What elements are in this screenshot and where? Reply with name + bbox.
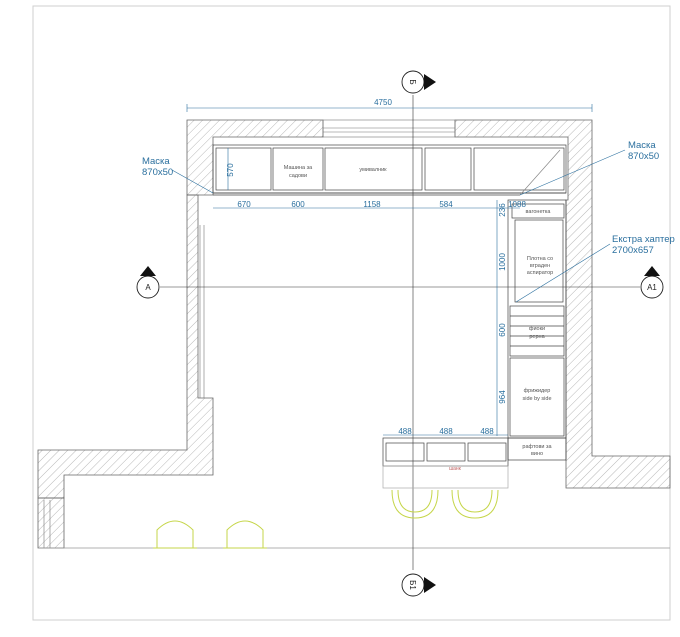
fridge-line2: side by side: [522, 396, 551, 402]
axis-marker-left: A: [136, 266, 160, 299]
island-dim-3: 488: [480, 427, 494, 436]
island-dim-1: 488: [398, 427, 412, 436]
axis-label-right: A1: [647, 283, 657, 292]
wine-line1: рафтови за: [522, 444, 552, 450]
top-dim-5: 1088: [508, 200, 526, 209]
mask-left-line1: Маска: [142, 156, 170, 167]
chairs: [153, 489, 499, 549]
right-dim-1: 1000: [498, 253, 507, 271]
left-window: [43, 225, 205, 548]
mask-right-line2: 870x50: [628, 151, 659, 162]
hood-line2: 2700x657: [612, 245, 654, 256]
axis-lines: [160, 95, 640, 570]
oven-line3: аспиратор: [527, 270, 553, 276]
axis-label-top: Б: [408, 79, 417, 84]
cabinet-small-label: вагонетка: [526, 209, 552, 215]
axis-marker-right: A1: [640, 266, 664, 299]
right-cabinet-run: [507, 199, 567, 461]
wine-line2: вино: [531, 451, 543, 457]
sink-label: умивалник: [359, 167, 387, 173]
overall-dimension-text: 4750: [374, 98, 392, 107]
bar-label: шанк: [449, 466, 462, 472]
depth-dim: 570: [226, 163, 235, 177]
axis-label-left: A: [145, 283, 151, 292]
dishwasher-line1: Машина за: [284, 165, 313, 171]
walls: [37, 119, 671, 549]
top-dim-4: 584: [439, 200, 453, 209]
oven-line2: вграден: [530, 263, 550, 269]
axis-label-bottom: Б1: [408, 580, 417, 590]
dimension-lines: [186, 104, 593, 436]
drawers-line2: рерна: [529, 334, 545, 340]
mask-left-line2: 870x50: [142, 167, 173, 178]
top-dim-3: 1158: [363, 200, 381, 209]
right-dim-3: 964: [498, 390, 507, 404]
axis-marker-bottom: Б1: [401, 573, 436, 597]
top-window: [322, 119, 456, 138]
island-bar: [382, 437, 509, 489]
island-dim-2: 488: [439, 427, 453, 436]
oven-line1: Плотна со: [527, 256, 553, 262]
top-dim-2: 600: [291, 200, 305, 209]
right-top-dim: 236: [498, 203, 507, 217]
drawing-frame: [32, 5, 671, 621]
dishwasher-line2: садови: [289, 173, 307, 179]
top-cabinet-run: [212, 144, 567, 196]
axis-marker-top: Б: [401, 70, 436, 94]
right-dim-2: 600: [498, 323, 507, 337]
top-dim-1: 670: [237, 200, 251, 209]
mask-right-line1: Маска: [628, 140, 656, 151]
fridge-line1: фрижидер: [524, 388, 551, 394]
drawers-line1: фиоки: [529, 326, 545, 332]
hood-line1: Екстра хаптер: [612, 234, 675, 245]
